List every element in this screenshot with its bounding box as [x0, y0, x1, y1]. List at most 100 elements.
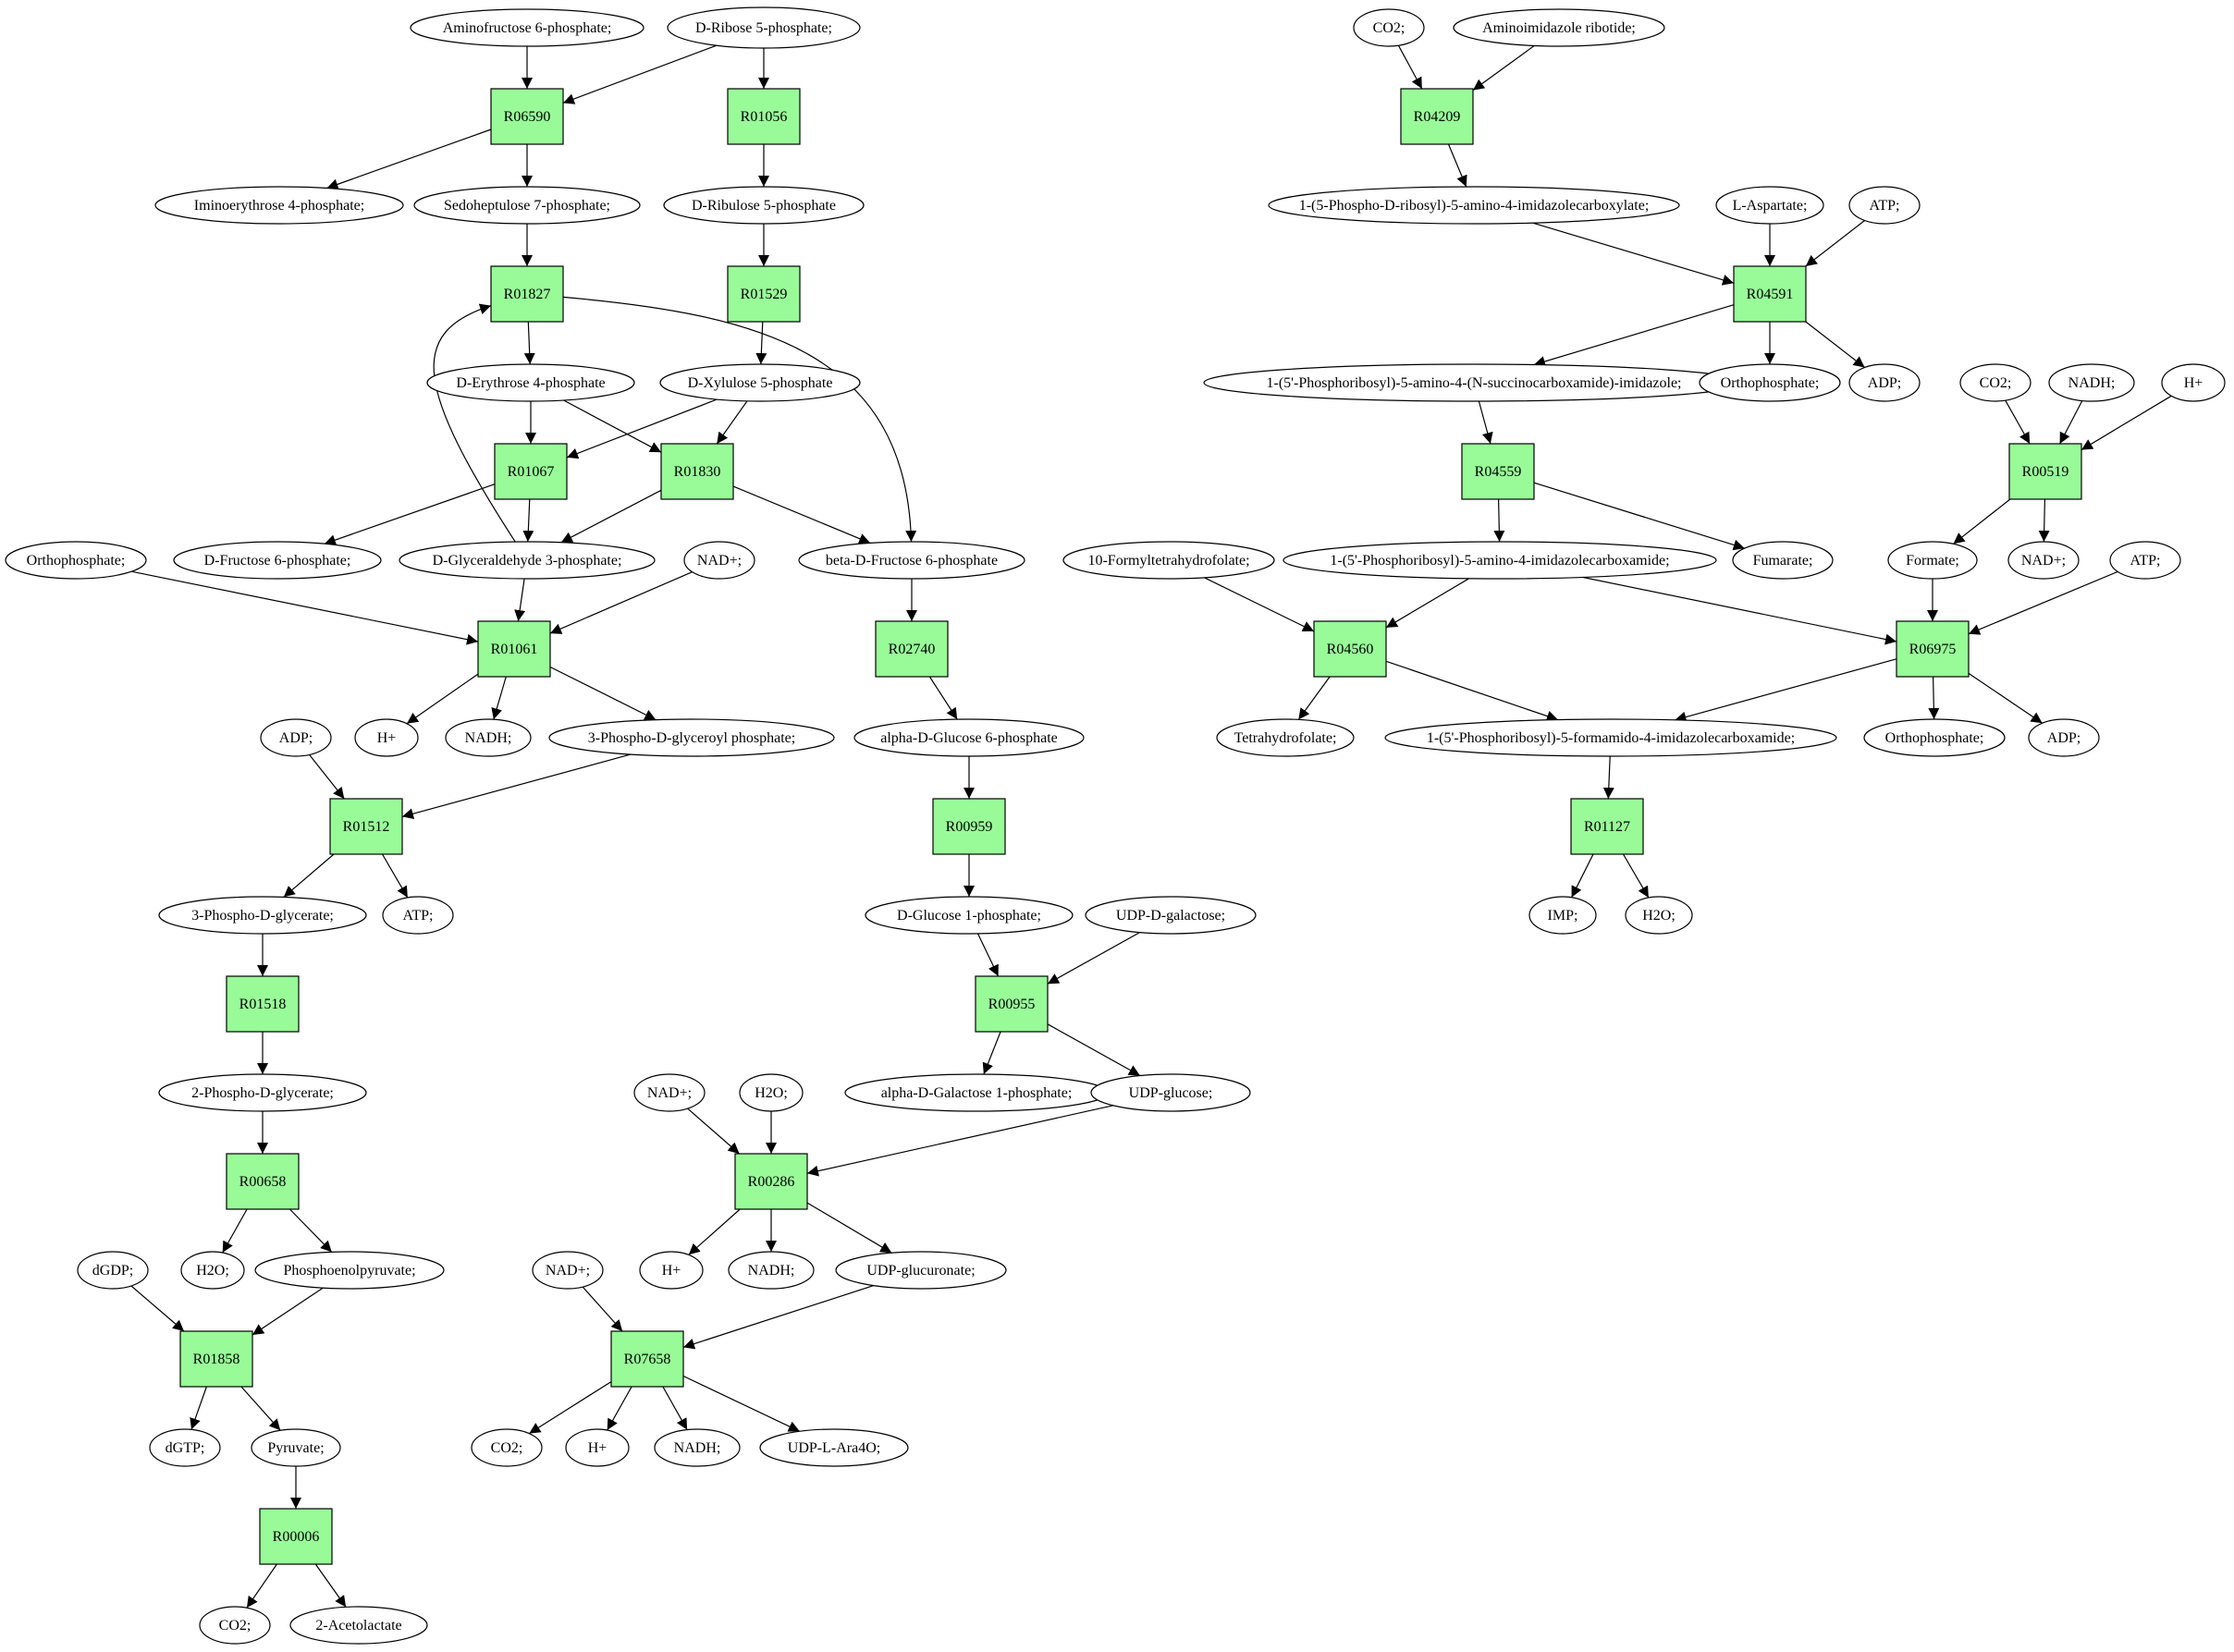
reaction-node-r01056[interactable]: R01056 — [727, 88, 801, 145]
metabolite-node-m-pi-a[interactable]: Orthophosphate; — [5, 541, 147, 580]
metabolite-label: H+ — [377, 730, 397, 746]
metabolite-node-m-bf6p[interactable]: beta-D-Fructose 6-phosphate — [798, 541, 1025, 580]
metabolite-node-m-atp-c[interactable]: ATP; — [2109, 541, 2181, 580]
reaction-node-r01067[interactable]: R01067 — [494, 443, 568, 500]
reaction-node-r04560[interactable]: R04560 — [1313, 620, 1387, 678]
metabolite-node-m-udpara[interactable]: UDP-L-Ara4O; — [759, 1428, 909, 1467]
metabolite-node-m-aicar[interactable]: 1-(5'-Phosphoribosyl)-5-amino-4-imidazol… — [1283, 541, 1717, 580]
metabolite-node-m-imp[interactable]: IMP; — [1528, 896, 1597, 935]
metabolite-node-m-h2o-b[interactable]: H2O; — [739, 1073, 804, 1112]
metabolite-node-m-h2o-c[interactable]: H2O; — [1625, 896, 1693, 935]
metabolite-ellipse — [1268, 186, 1680, 225]
metabolite-node-m-h-d[interactable]: H+ — [2161, 363, 2226, 402]
metabolite-node-m-ru5p[interactable]: D-Ribulose 5-phosphate — [663, 186, 865, 225]
reaction-box — [329, 798, 403, 855]
metabolite-node-m-adp-b[interactable]: ADP; — [1848, 363, 1921, 402]
metabolite-node-m-g3p[interactable]: D-Glyceraldehyde 3-phosphate; — [399, 541, 656, 580]
metabolite-node-m-atp-b[interactable]: ATP; — [1848, 186, 1921, 225]
metabolite-ellipse — [382, 896, 454, 935]
reaction-node-r06975[interactable]: R06975 — [1896, 620, 1970, 678]
metabolite-node-m-3pg[interactable]: 3-Phospho-D-glycerate; — [158, 896, 367, 935]
reaction-node-r01858[interactable]: R01858 — [179, 1330, 253, 1388]
metabolite-node-m-faicar[interactable]: 1-(5'-Phosphoribosyl)-5-formamido-4-imid… — [1384, 718, 1837, 757]
metabolite-node-m-amf6p[interactable]: Aminofructose 6-phosphate; — [410, 8, 644, 47]
reaction-node-r00519[interactable]: R00519 — [2008, 443, 2082, 500]
metabolite-node-m-udpgal[interactable]: UDP-D-galactose; — [1085, 896, 1257, 935]
metabolite-node-m-adp-a[interactable]: ADP; — [260, 718, 332, 757]
metabolite-node-m-udpglc[interactable]: UDP-glucose; — [1090, 1073, 1251, 1112]
metabolite-node-m-nad-a[interactable]: NAD+; — [683, 541, 755, 580]
reaction-node-r01830[interactable]: R01830 — [660, 443, 734, 500]
metabolite-node-m-10fthf[interactable]: 10-Formyltetrahydrofolate; — [1062, 541, 1275, 580]
reaction-node-r02740[interactable]: R02740 — [875, 620, 949, 678]
metabolite-node-m-g1p[interactable]: D-Glucose 1-phosphate; — [865, 896, 1074, 935]
metabolite-node-m-dgdp[interactable]: dGDP; — [77, 1251, 149, 1290]
metabolite-node-m-r5p[interactable]: D-Ribose 5-phosphate; — [667, 6, 861, 49]
metabolite-node-m-xu5p[interactable]: D-Xylulose 5-phosphate — [659, 363, 861, 402]
metabolite-node-m-nadh-d[interactable]: NADH; — [2048, 363, 2135, 402]
metabolite-node-m-co2-a[interactable]: CO2; — [471, 1428, 543, 1467]
nodes-layer: Aminofructose 6-phosphate; D-Ribose 5-pho… — [5, 6, 2226, 1645]
reaction-node-r00286[interactable]: R00286 — [734, 1153, 808, 1210]
metabolite-node-m-nadh-a[interactable]: NADH; — [445, 718, 532, 757]
metabolite-label: 1-(5'-Phosphoribosyl)-5-amino-4-(N-succi… — [1267, 375, 1682, 391]
metabolite-node-m-formate[interactable]: Formate; — [1887, 541, 1978, 580]
metabolite-node-m-nad-b[interactable]: NAD+; — [633, 1073, 706, 1112]
metabolite-node-m-h-c[interactable]: H+ — [565, 1428, 630, 1467]
metabolite-ellipse — [2007, 541, 2080, 580]
metabolite-node-m-atp-a[interactable]: ATP; — [382, 896, 454, 935]
metabolite-label: NAD+; — [697, 553, 742, 569]
metabolite-node-m-caic[interactable]: 1-(5-Phospho-D-ribosyl)-5-amino-4-imidaz… — [1268, 186, 1680, 225]
metabolite-node-m-thf[interactable]: Tetrahydrofolate; — [1216, 718, 1355, 757]
edge-R02740-to-m_ag6p — [928, 676, 958, 720]
metabolite-node-m-co2-b[interactable]: CO2; — [199, 1606, 271, 1645]
reaction-node-r00006[interactable]: R00006 — [259, 1508, 333, 1565]
metabolite-node-m-dgtp[interactable]: dGTP; — [149, 1428, 221, 1467]
metabolite-node-m-adp-c[interactable]: ADP; — [2028, 718, 2100, 757]
metabolite-node-m-2pg[interactable]: 2-Phospho-D-glycerate; — [158, 1073, 367, 1112]
reaction-node-r01529[interactable]: R01529 — [727, 265, 801, 323]
metabolite-node-m-13bpg[interactable]: 3-Phospho-D-glyceroyl phosphate; — [548, 718, 835, 757]
reaction-node-r00658[interactable]: R00658 — [226, 1153, 300, 1210]
reaction-node-r04559[interactable]: R04559 — [1461, 443, 1535, 500]
reaction-label: R00286 — [748, 1174, 795, 1190]
metabolite-node-m-f6p[interactable]: D-Fructose 6-phosphate; — [173, 541, 382, 580]
reaction-node-r04209[interactable]: R04209 — [1400, 88, 1474, 145]
metabolite-node-m-nad-c[interactable]: NAD+; — [532, 1251, 604, 1290]
reaction-node-r07658[interactable]: R07658 — [610, 1330, 684, 1388]
metabolite-node-m-air[interactable]: Aminoimidazole ribotide; — [1453, 8, 1665, 47]
metabolite-node-m-s7p[interactable]: Sedoheptulose 7-phosphate; — [413, 186, 641, 225]
metabolite-node-m-e4p[interactable]: D-Erythrose 4-phosphate — [426, 363, 635, 402]
metabolite-node-m-pep[interactable]: Phosphoenolpyruvate; — [254, 1251, 445, 1290]
reaction-node-r01518[interactable]: R01518 — [226, 975, 300, 1033]
reaction-node-r06590[interactable]: R06590 — [490, 88, 564, 145]
metabolite-node-m-co2-c[interactable]: CO2; — [1353, 8, 1425, 47]
metabolite-node-m-h-a[interactable]: H+ — [354, 718, 419, 757]
metabolite-node-m-pi-b[interactable]: Orthophosphate; — [1699, 363, 1841, 402]
metabolite-node-m-h-b[interactable]: H+ — [639, 1251, 704, 1290]
metabolite-node-m-iminoe4p[interactable]: Iminoerythrose 4-phosphate; — [154, 186, 404, 225]
reaction-node-r00955[interactable]: R00955 — [975, 975, 1049, 1033]
reaction-node-r01061[interactable]: R01061 — [477, 620, 551, 678]
metabolite-node-m-co2-d[interactable]: CO2; — [1959, 363, 2031, 402]
metabolite-node-m-fum[interactable]: Fumarate; — [1732, 541, 1834, 580]
metabolite-node-m-nadh-b[interactable]: NADH; — [728, 1251, 815, 1290]
reaction-node-r01512[interactable]: R01512 — [329, 798, 403, 855]
metabolite-node-m-gal1p[interactable]: alpha-D-Galactose 1-phosphate; — [844, 1073, 1109, 1112]
reaction-node-r04591[interactable]: R04591 — [1733, 265, 1807, 323]
metabolite-node-m-ag6p[interactable]: alpha-D-Glucose 6-phosphate — [853, 718, 1085, 757]
reaction-node-r00959[interactable]: R00959 — [932, 798, 1006, 855]
metabolite-node-m-pi-c[interactable]: Orthophosphate; — [1863, 718, 2006, 757]
reaction-box — [1313, 620, 1387, 678]
reaction-node-r01827[interactable]: R01827 — [490, 265, 564, 323]
metabolite-node-m-pyr[interactable]: Pyruvate; — [251, 1428, 341, 1467]
metabolite-node-m-acetolactate[interactable]: 2-Acetolactate — [289, 1606, 428, 1645]
metabolite-node-m-h2o-a[interactable]: H2O; — [180, 1251, 245, 1290]
metabolite-node-m-asp[interactable]: L-Aspartate; — [1715, 186, 1824, 225]
metabolite-node-m-nad-d[interactable]: NAD+; — [2007, 541, 2080, 580]
metabolite-node-m-nadh-c[interactable]: NADH; — [654, 1428, 741, 1467]
metabolite-node-m-udpglcur[interactable]: UDP-glucuronate; — [835, 1251, 1007, 1290]
metabolite-node-m-saicar[interactable]: 1-(5'-Phosphoribosyl)-5-amino-4-(N-succi… — [1203, 363, 1745, 402]
reaction-node-r01127[interactable]: R01127 — [1570, 798, 1644, 855]
edge-R01061-to-m_h_a — [406, 673, 479, 725]
